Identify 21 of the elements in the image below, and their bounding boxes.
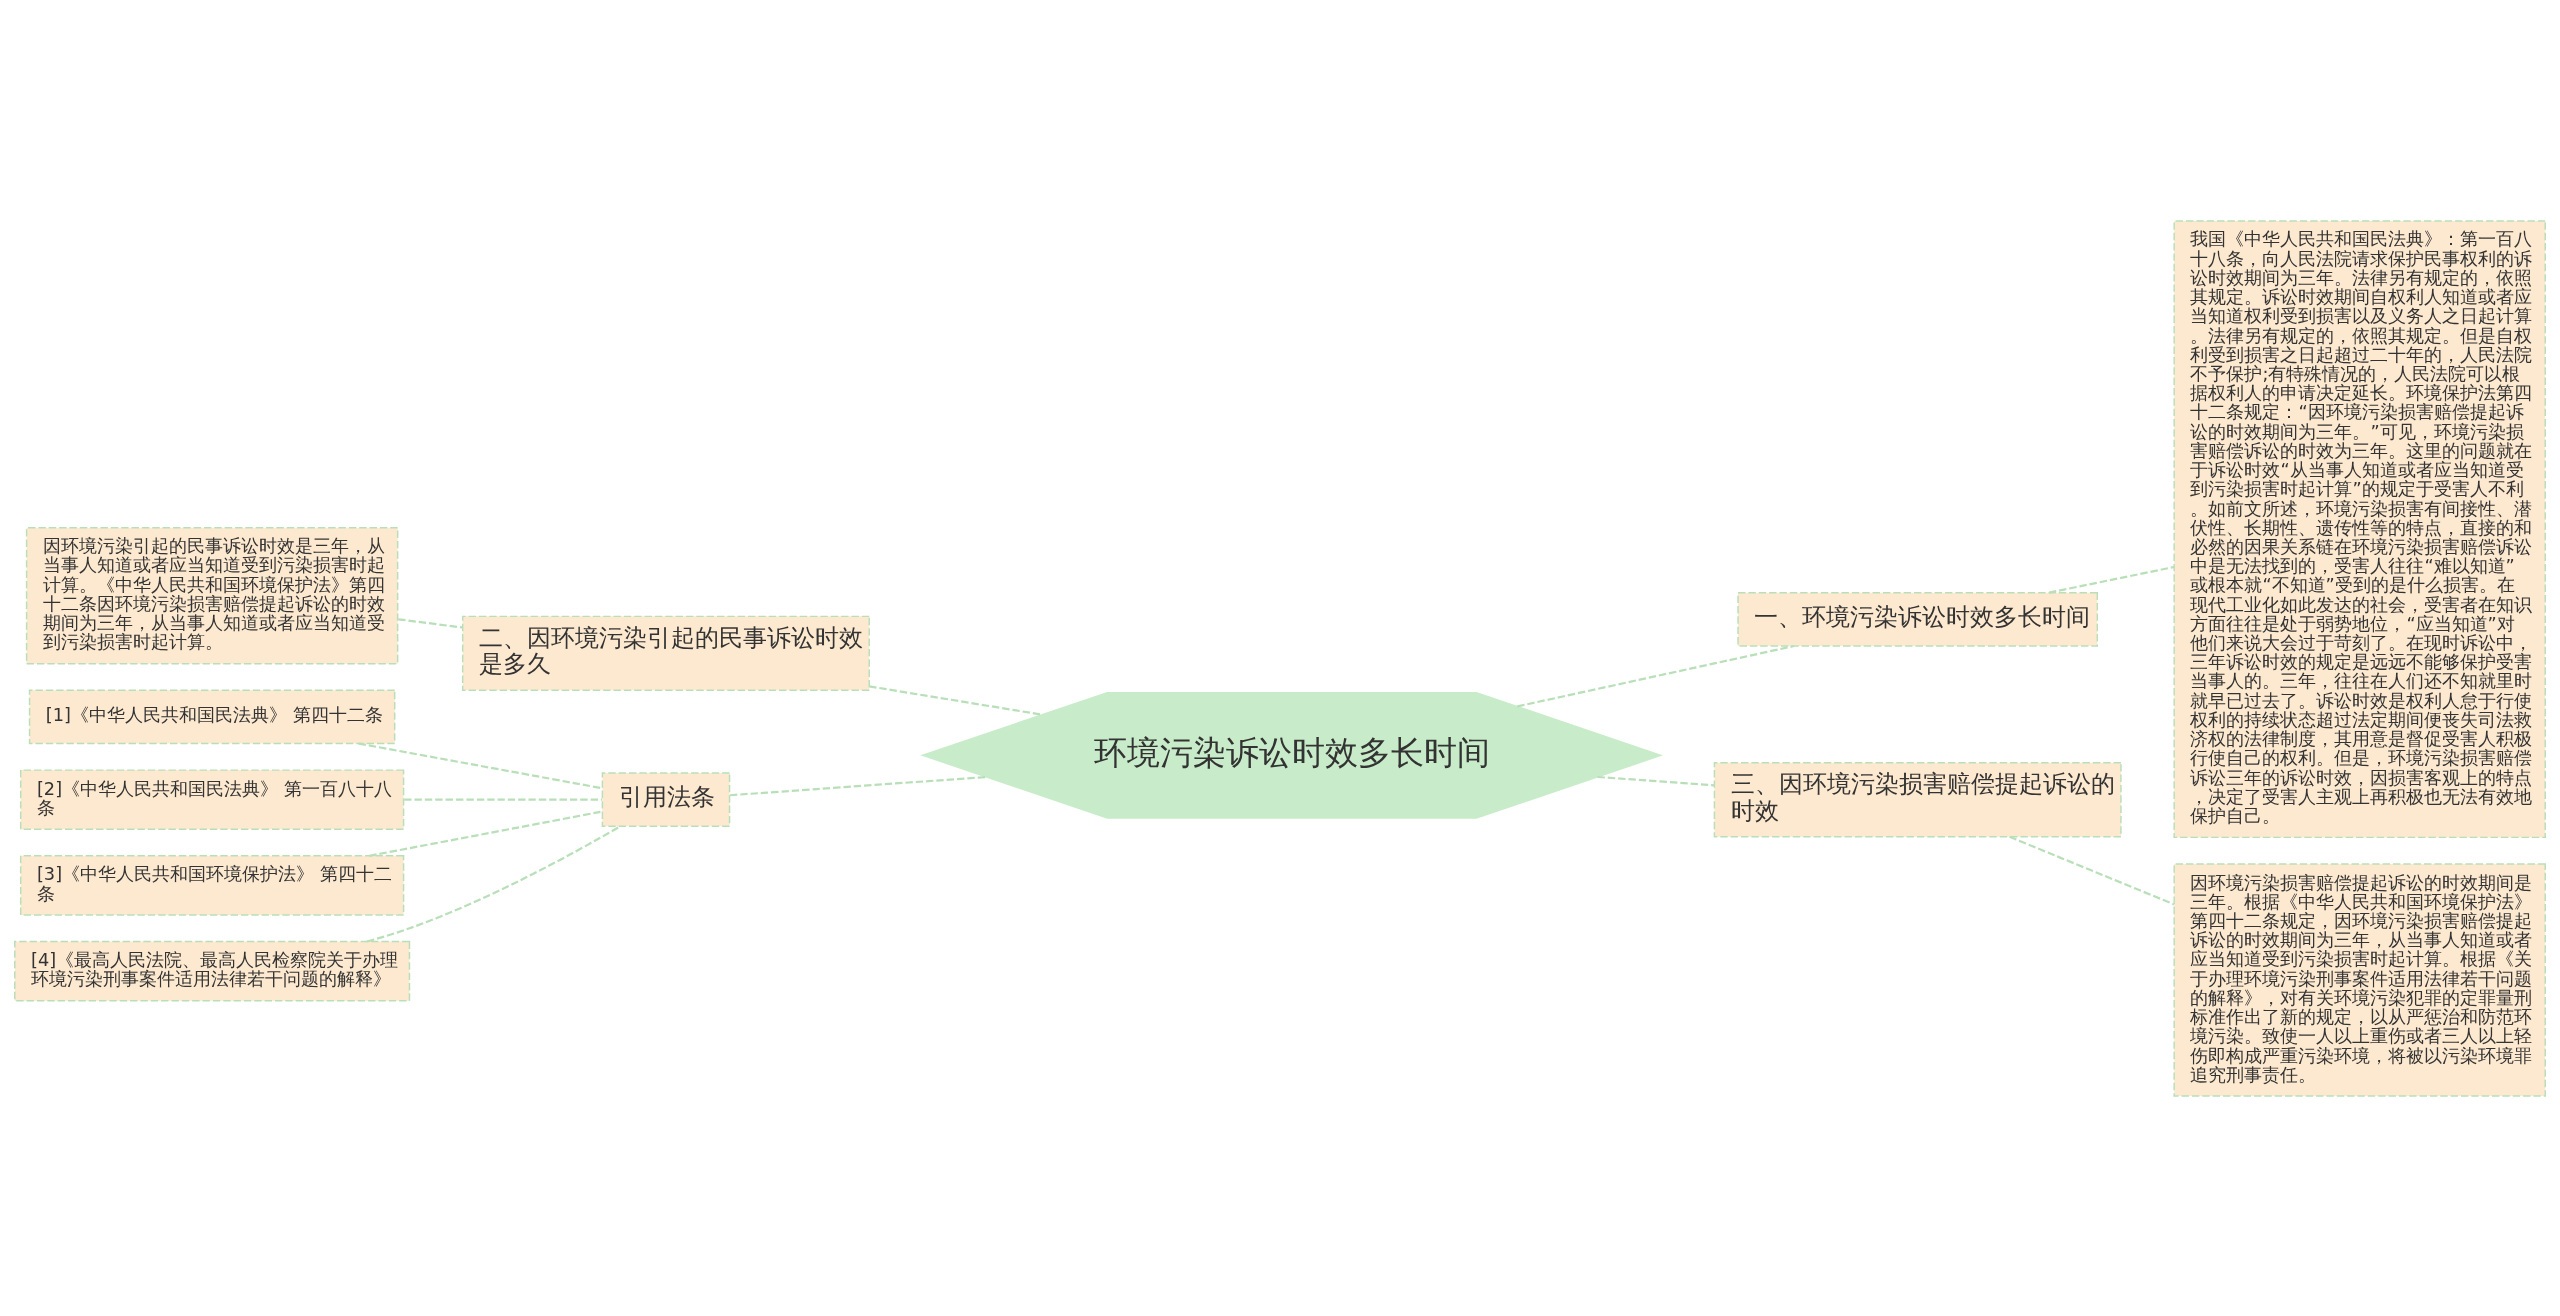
connector: [729, 775, 987, 796]
node-box: 因环境污染引起的民事诉讼时效是三年，从当事人知道或者应当知道受到污染损害时起计算。《中华人民共和国环境保护法》第四十二条因环境污染损害赔偿提起诉讼的时效期间为三年，从当事人知道或者应当知道受到污染损害时起计算。: [25, 526, 399, 664]
connector: [2048, 565, 2175, 594]
node-box: 引用法条: [601, 771, 731, 827]
node-box: 因环境污染损害赔偿提起诉讼的时效期间是三年。根据《中华人民共和国环境保护法》第四十二条规定，因环境污染损害赔偿提起诉讼的时效期间为三年，从当事人知道或者应当知道受到污染损害时起计算。根据《关于办理环境污染刑事案件适用法律若干问题的解释》，对有关环境污染犯罪的定罪量刑标准作出了新的规定，以从严惩治和防范环境污染。致使一人以上重伤或者三人以上轻伤即构成严重污染环境，将被以污染环境罪追究刑事责任。: [2173, 862, 2546, 1097]
node-box: [1]《中华人民共和国民法典》 第四十二条: [28, 689, 396, 744]
connector: [398, 617, 463, 629]
node-box: [2]《中华人民共和国民法典》 第一百八十八条: [19, 768, 405, 830]
connector: [869, 684, 1043, 716]
node-box: 我国《中华人民共和国民法典》：第一百八十八条，向人民法院请求保护民事权利的诉讼时效期间为三年。法律另有规定的，依照其规定。诉讼时效期间自权利人知道或者应当知道权利受到损害以及义务人之日起计算。法律另有规定的，依照其规定。但是自权利受到损害之日起超过二十年的，人民法院不予保护;有特殊情况的，人民法院可以根据权利人的申请决定延长。环境保护法第四十二条规定：“因环境污染损害赔偿提起诉讼的时效期间为三年。”可见，环境污染损害赔偿诉讼的时效为三年。这里的问题就在于诉讼时效“从当事人知道或者应当知道受到污染损害时起计算”的规定于受害人不利。如前文所述，环境污染损害有间接性、潜伏性、长期性、遗传性等的特点，直接的和必然的因果关系链在环境污染损害赔偿诉讼中是无法找到的，受害人往往“难以知道”或根本就“不知道”受到的是什么损害。在现代工业化如此发达的社会，受害者在知识方面往往是处于弱势地位，“应当知道”对他们来说大会过于苛刻了。在现时诉讼中，三年诉讼时效的规定是远远不能够保护受害当事人的。三年，往往在人们还不知就里时就早已过去了。诉讼时效是权利人怠于行使权利的持续状态超过法定期间便丧失司法救济权的法律制度，其用意是督促受害人积极行使自己的权利。但是，环境污染损害赔偿诉讼三年的诉讼时效，因损害客观上的特点，决定了受害人主观上再积极也无法有效地保护自己。: [2173, 219, 2546, 838]
node-box: 三、因环境污染损害赔偿提起诉讼的时效: [1713, 761, 2122, 837]
node-box: 一、环境污染诉讼时效多长时间: [1737, 591, 2099, 647]
connector: [1517, 644, 1795, 707]
connector: [369, 809, 603, 857]
node-box: [3]《中华人民共和国环境保护法》 第四十二条: [19, 854, 405, 916]
connector: [1597, 775, 1715, 786]
node-box: [4]《最高人民法院、最高人民检察院关于办理环境污染刑事案件适用法律若干问题的解释》: [14, 940, 411, 1001]
connector: [404, 798, 603, 801]
node-box: 二、因环境污染引起的民事诉讼时效是多久: [461, 615, 870, 691]
connector: [2009, 835, 2175, 905]
connector: [358, 741, 603, 789]
